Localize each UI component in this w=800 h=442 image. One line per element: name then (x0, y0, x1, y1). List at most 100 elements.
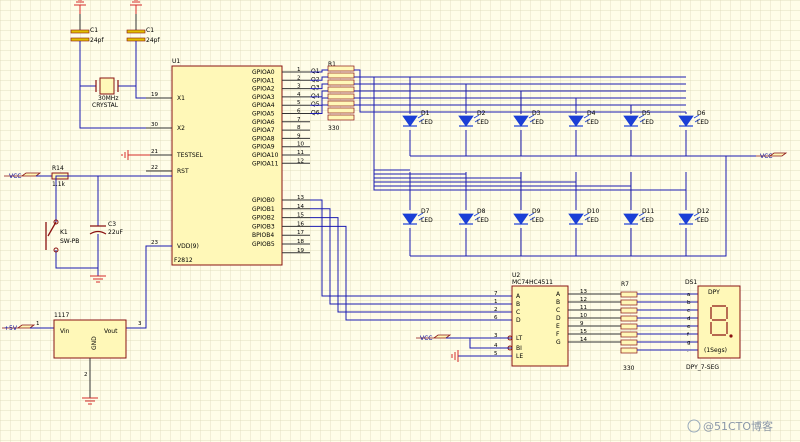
ds1-inner-label: (1Segs) (704, 347, 727, 354)
dec-out-name: F (556, 331, 560, 338)
led-rays (417, 114, 425, 123)
r7-ref: R7 (621, 281, 629, 288)
led-body (568, 115, 584, 127)
cap-c1-right: C1 24pf (126, 14, 160, 44)
mcu-left-pin-num: 23 (151, 240, 158, 246)
gpio-a-pin-name: GPIOA1 (252, 77, 275, 84)
gpio-a-pin-name: GPIOA5 (252, 111, 275, 118)
gpio-a-pin-name: GPIOA8 (252, 135, 275, 142)
gpio-a-pin-name: GPIOA4 (252, 102, 275, 109)
led-rays (417, 212, 425, 221)
dec-in-num: 7 (494, 291, 498, 297)
gpio-a-net (310, 83, 328, 90)
reg-out: Vout (104, 328, 118, 335)
led-rays (583, 114, 591, 123)
dec-ctrl-name: LE (516, 353, 523, 360)
crystal-freq: 30MHz (98, 95, 118, 102)
dec-in-name: C (516, 309, 520, 316)
led-matrix: D1LEDD7LEDD2LEDD8LEDD3LEDD9LEDD4LEDD10LE… (402, 110, 709, 225)
gpio-b-net (310, 217, 512, 313)
r7-element (620, 291, 638, 298)
led-rays (528, 212, 536, 221)
reg-pin-out: 3 (138, 321, 142, 327)
vcc-decoder-port: VCC (416, 334, 512, 349)
led-body (513, 213, 529, 225)
dec-out-num: 9 (580, 321, 584, 327)
r1-element (327, 86, 355, 93)
gpio-a-pin-num: 8 (297, 125, 301, 131)
led-ref: D1 (421, 110, 430, 117)
gpio-b-net (310, 208, 512, 305)
led-rays (693, 114, 701, 123)
led-body (513, 115, 529, 127)
gpio-a-pin-name: GPIOA11 (252, 160, 279, 167)
r1-element (327, 79, 355, 86)
dec-in-num: 1 (494, 299, 498, 305)
led-type: LED (642, 217, 654, 224)
dec-in-name: A (516, 293, 521, 300)
gnd-reset (90, 275, 106, 283)
ds-pin-label: c (687, 308, 690, 314)
seven-seg-digit (710, 305, 733, 338)
dec-out-num: 10 (580, 313, 587, 319)
dec-out-name: A (556, 291, 561, 298)
reset-switch-k1[interactable]: K1 SW-PB (45, 175, 99, 276)
reg-pin-gnd: 2 (84, 372, 88, 378)
cap-c1-right-ref: C1 (146, 27, 154, 34)
r1-element (327, 65, 355, 72)
gnd-cap-left (74, 0, 86, 14)
led-ref: D6 (697, 110, 706, 117)
gpio-b-net (310, 199, 512, 297)
led-type: LED (642, 119, 654, 126)
r7-element (620, 323, 638, 330)
gpio-a-net (310, 90, 328, 98)
led-ref: D7 (421, 208, 430, 215)
gpio-a-pin-name: GPIOA7 (252, 127, 275, 134)
watermark: @51CTO博客 (687, 419, 773, 433)
dec-out-num: 15 (580, 329, 587, 335)
reg-ref: 1117 (54, 312, 69, 319)
mcu-left-pin-num: 21 (151, 149, 158, 155)
led-ref: D2 (477, 110, 486, 117)
led-ref: D11 (642, 208, 654, 215)
gnd-testsel (121, 149, 150, 160)
led-ref: D4 (587, 110, 596, 117)
gpio-a-pin-num: 4 (297, 92, 301, 98)
regulator-1117: 1117 Vin Vout GND 1 3 2 (30, 245, 172, 398)
gnd-decoder (451, 350, 512, 362)
mcu-left-pin-name: RST (177, 168, 189, 175)
r7-element (620, 315, 638, 322)
led-body (568, 213, 584, 225)
gpio-a-pin-num: 6 (297, 109, 301, 115)
led-type: LED (421, 119, 433, 126)
cap-c3: C3 22uF (89, 196, 123, 244)
gpio-b-pin-name: BPIOB4 (252, 232, 274, 239)
gpio-b-pin-name: GPIOB3 (252, 223, 275, 230)
gpio-a-pin-name: GPIOA0 (252, 69, 275, 76)
gpio-b-pin-num: 13 (297, 195, 304, 201)
led-rays (638, 212, 646, 221)
mcu-left-pin-name: X2 (177, 125, 185, 132)
gpio-b-pin-num: 15 (297, 213, 304, 219)
gpio-b-pin-num: 17 (297, 230, 304, 236)
led-ref: D8 (477, 208, 486, 215)
dec-out-name: B (556, 299, 560, 306)
gpio-b-pin-name: GPIOB1 (252, 206, 275, 213)
r14-ref: R14 (52, 165, 64, 172)
r1-element (327, 107, 355, 114)
gpio-a-net (310, 76, 328, 81)
led-body (678, 213, 694, 225)
k1-ref: K1 (60, 229, 68, 236)
gpio-b-pin-num: 16 (297, 221, 304, 227)
watermark-text: @51CTO博客 (703, 419, 773, 433)
reg-in: Vin (60, 328, 70, 335)
r1-value: 330 (328, 125, 340, 132)
r1-ref: R1 (328, 61, 336, 68)
